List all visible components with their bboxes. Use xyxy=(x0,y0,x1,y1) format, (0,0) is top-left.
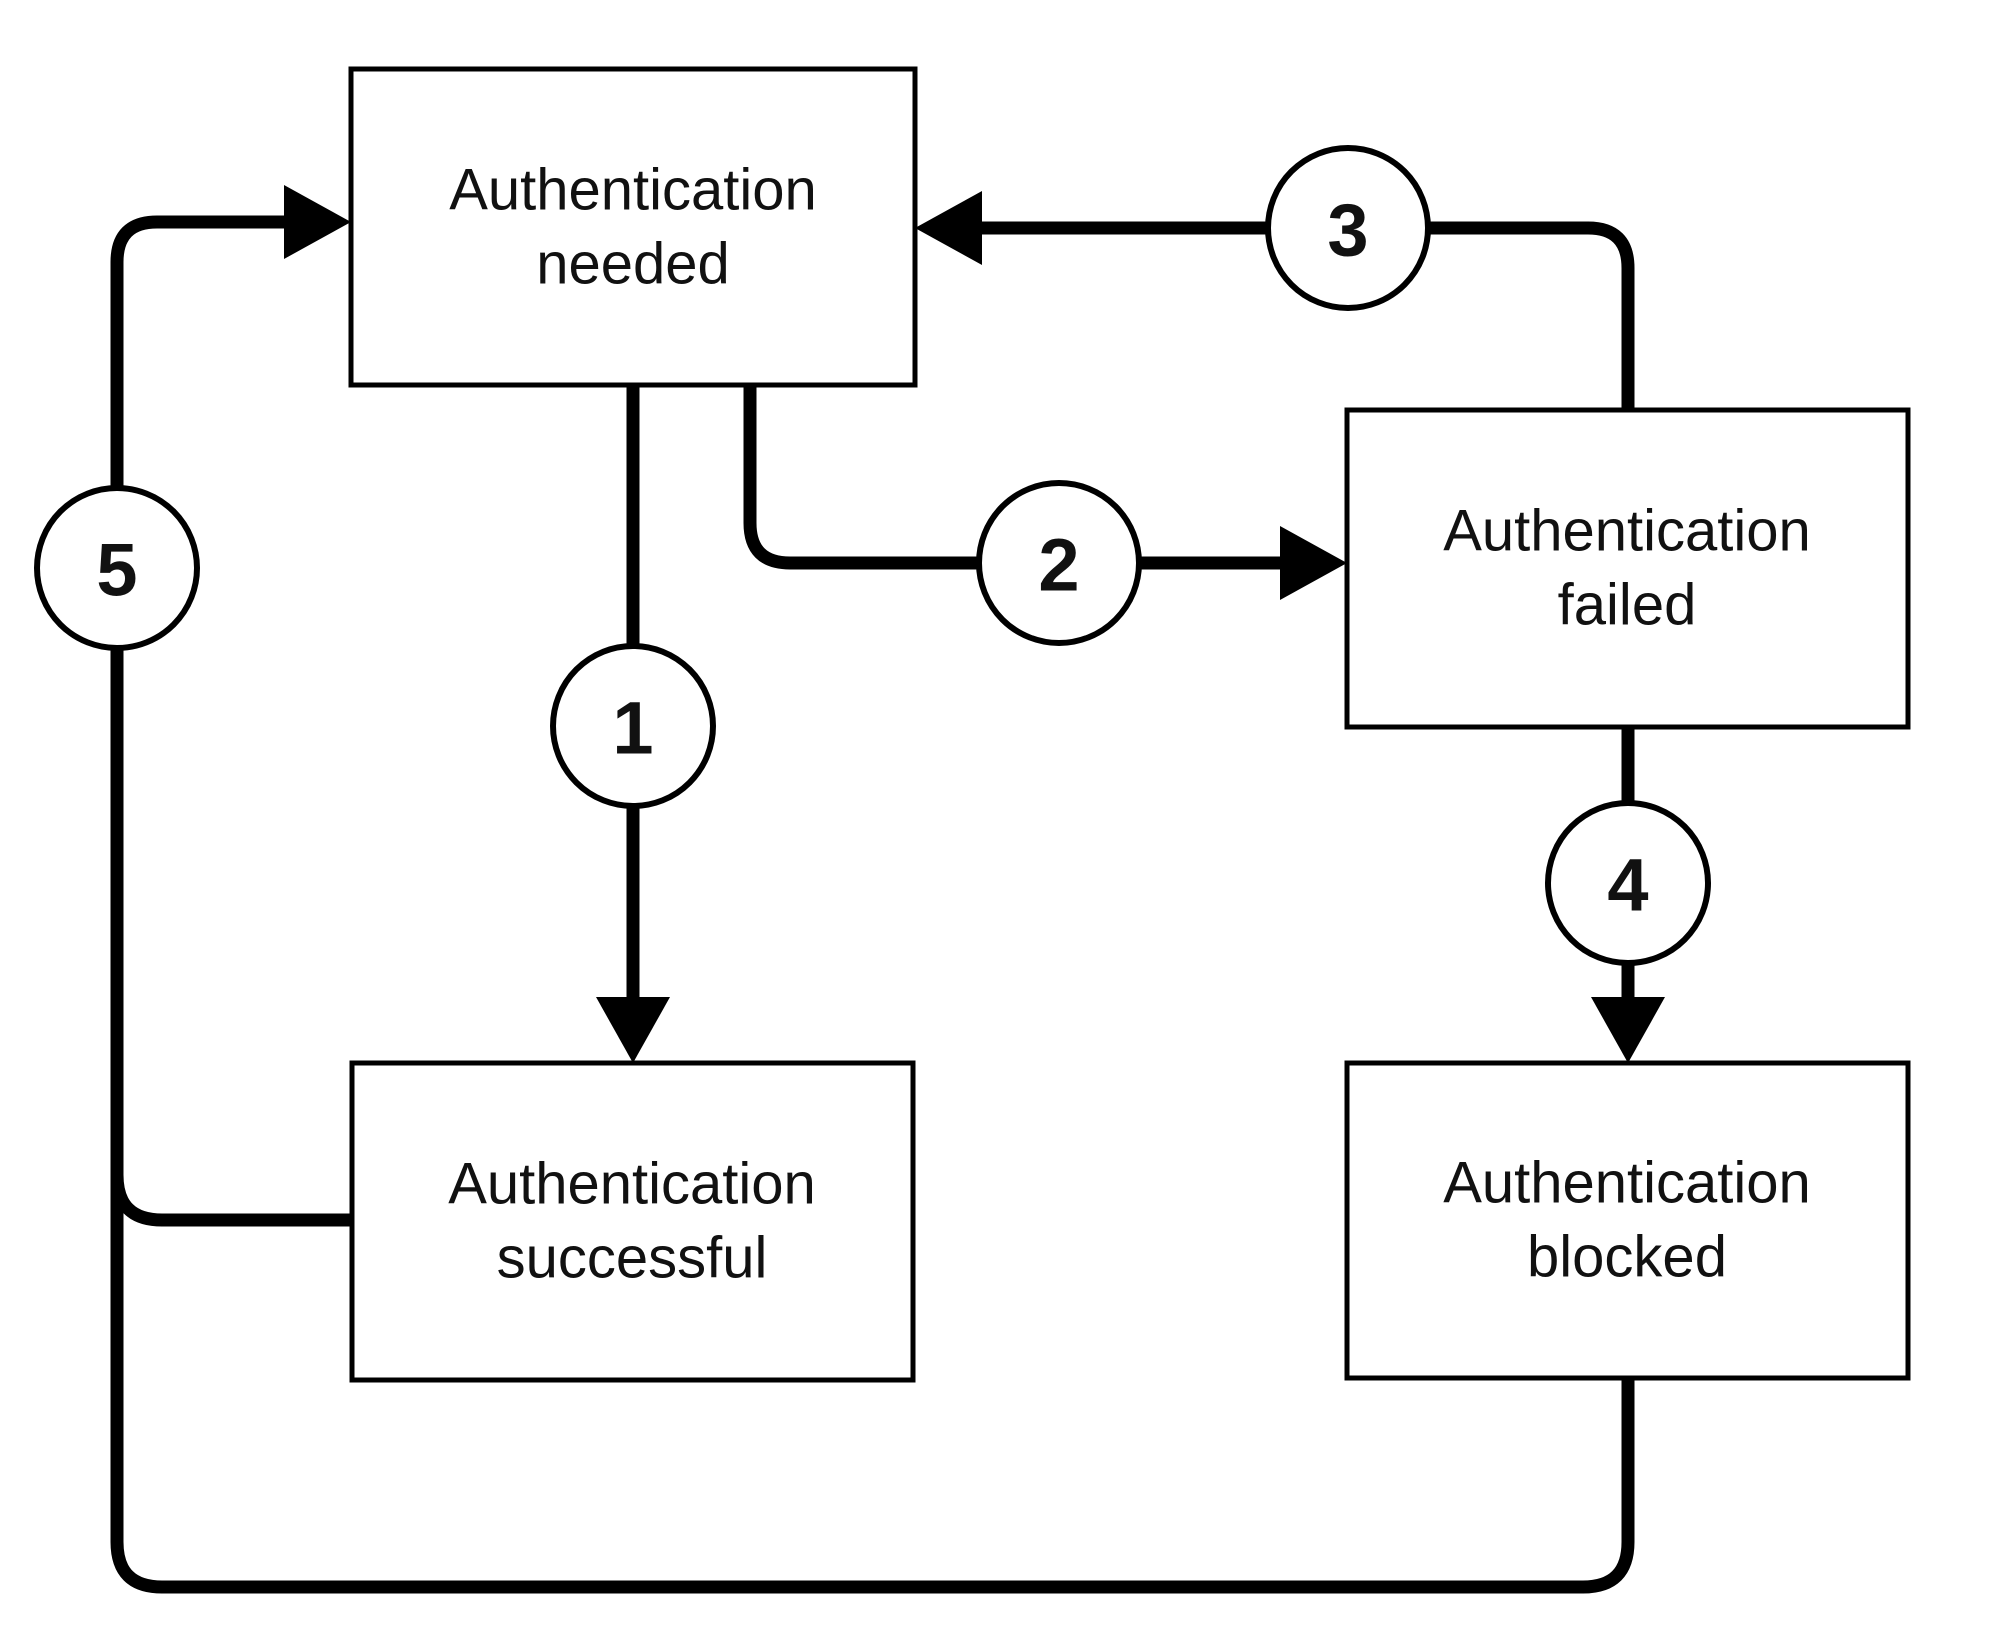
edge-5-arrowhead-icon xyxy=(284,185,351,259)
edge-3-arrowhead-icon xyxy=(915,191,982,265)
step-1-label: 1 xyxy=(612,687,653,770)
authentication-successful-label-line1: Authentication xyxy=(448,1152,816,1217)
step-1-marker xyxy=(550,643,716,809)
state-authentication-successful-box xyxy=(349,1060,916,1383)
edge-2-line xyxy=(743,385,1285,570)
step-3-marker xyxy=(1265,145,1431,311)
step-5-marker xyxy=(34,485,200,651)
edge-5-successful-branch-line xyxy=(110,1174,352,1227)
authentication-successful-label-line2: successful xyxy=(497,1226,768,1291)
edge-2-arrowhead-icon xyxy=(1280,526,1347,600)
authentication-needed-label-line2: needed xyxy=(536,232,730,297)
authentication-blocked-label-line2: blocked xyxy=(1527,1225,1727,1290)
step-5-label: 5 xyxy=(96,529,137,612)
authentication-needed-label-line1: Authentication xyxy=(449,158,817,223)
step-2-marker xyxy=(976,480,1142,646)
authentication-failed-label-line2: failed xyxy=(1558,573,1697,638)
edge-1-arrowhead-icon xyxy=(596,997,670,1063)
step-2-label: 2 xyxy=(1038,524,1079,607)
authentication-blocked-label-line1: Authentication xyxy=(1443,1151,1811,1216)
step-3-label: 3 xyxy=(1327,189,1368,272)
edge-3-line xyxy=(980,221,1635,410)
edge-5-return-loop-line xyxy=(110,215,1635,1594)
state-authentication-blocked-box xyxy=(1344,1060,1911,1381)
state-authentication-failed-box xyxy=(1344,407,1911,730)
step-4-label: 4 xyxy=(1607,844,1648,927)
state-authentication-needed-box xyxy=(348,66,918,388)
step-4-marker xyxy=(1545,800,1711,966)
authentication-failed-label-line1: Authentication xyxy=(1443,499,1811,564)
edge-4-arrowhead-icon xyxy=(1591,997,1665,1063)
